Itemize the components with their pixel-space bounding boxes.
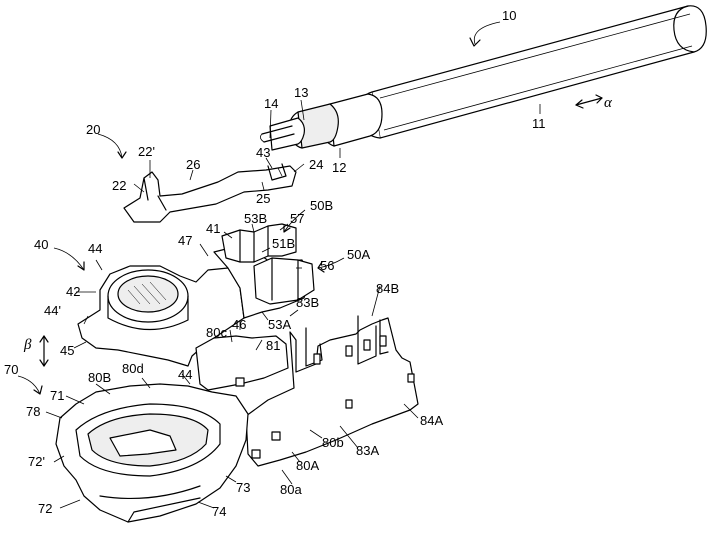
label-46: 46	[232, 317, 247, 332]
label-81: 81	[266, 338, 281, 353]
label-53A: 53A	[268, 317, 292, 332]
dielectric-parts	[221, 223, 315, 305]
label-51B: 51B	[272, 236, 296, 251]
label-25: 25	[256, 191, 271, 206]
label-40: 40	[34, 237, 49, 252]
label-43: 43	[256, 145, 271, 160]
label-22-prime: 22'	[138, 144, 155, 159]
label-56: 56	[320, 258, 335, 273]
label-20: 20	[86, 122, 101, 137]
label-83A: 83A	[356, 443, 380, 458]
label-70: 70	[4, 362, 19, 377]
label-80B: 80B	[88, 370, 112, 385]
label-beta: β	[24, 337, 32, 353]
leader-lines	[17, 21, 603, 509]
label-11: 11	[532, 116, 546, 131]
label-84B: 84B	[376, 281, 400, 296]
label-45: 45	[60, 343, 75, 358]
label-74: 74	[212, 504, 227, 519]
label-80A: 80A	[296, 458, 320, 473]
label-44-bottom: 44	[178, 367, 193, 382]
label-50A: 50A	[347, 247, 371, 262]
label-44-prime: 44'	[44, 303, 61, 318]
label-13: 13	[294, 85, 309, 100]
label-73: 73	[236, 480, 251, 495]
label-42: 42	[66, 284, 81, 299]
label-47: 47	[178, 233, 193, 248]
label-80c: 80c	[206, 325, 227, 340]
coaxial-cable	[260, 5, 707, 151]
label-50B: 50B	[310, 198, 334, 213]
label-53B: 53B	[244, 211, 268, 226]
label-71: 71	[50, 388, 65, 403]
label-83B: 83B	[296, 295, 320, 310]
inner-contact	[123, 163, 297, 223]
label-57: 57	[290, 211, 305, 226]
label-72-prime: 72'	[28, 454, 45, 469]
label-12: 12	[332, 160, 347, 175]
outer-conductor-housing	[77, 243, 311, 367]
label-44-top: 44	[88, 241, 103, 256]
label-80a: 80a	[280, 482, 302, 497]
label-78: 78	[26, 404, 41, 419]
label-80b: 80b	[322, 435, 344, 450]
label-26: 26	[186, 157, 201, 172]
label-80d: 80d	[122, 361, 144, 376]
label-24: 24	[309, 157, 324, 172]
label-22: 22	[112, 178, 127, 193]
label-41: 41	[206, 221, 221, 236]
label-alpha: α	[604, 95, 612, 111]
label-10: 10	[502, 8, 517, 23]
label-72: 72	[38, 501, 53, 516]
label-14: 14	[264, 96, 279, 111]
label-84A: 84A	[420, 413, 444, 428]
outer-shell	[55, 315, 419, 523]
